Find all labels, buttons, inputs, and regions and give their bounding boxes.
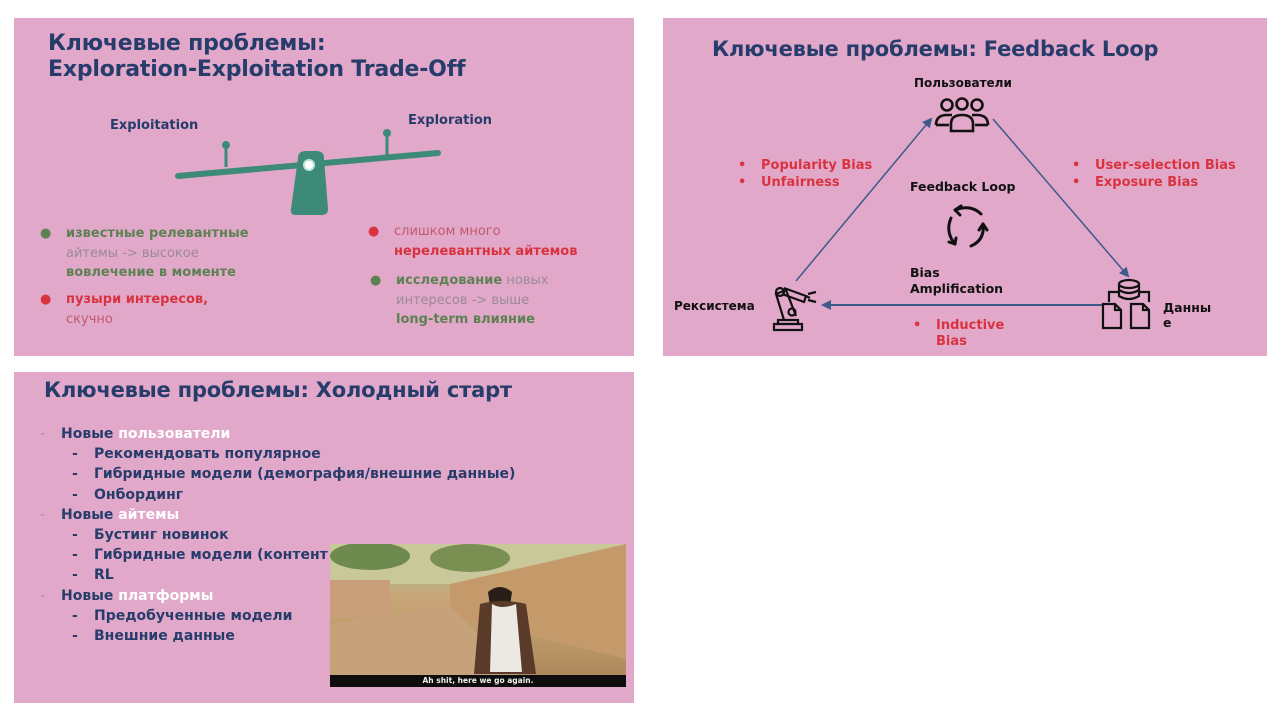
bullet-text: пузыри интересов, [66, 292, 209, 307]
bullet-dot: • [738, 175, 747, 190]
slide-title: Ключевые проблемы: Холодный старт [44, 378, 512, 402]
node-users-label: Пользователи [914, 76, 1012, 90]
item-text: Рекомендовать популярное [94, 446, 321, 463]
bias-exposure: Exposure Bias [1095, 175, 1199, 190]
list-item: -Рекомендовать популярное [40, 444, 515, 464]
label-line: е [1163, 315, 1172, 330]
list-item-new-items: -Новые айтемы [40, 505, 515, 525]
node-recsys-label: Рексистема [674, 299, 755, 313]
exploration-label: Exploration [408, 113, 492, 128]
bullet-dot-green: ● [40, 226, 52, 241]
list-item-new-platforms: -Новые платформы [40, 586, 515, 606]
title-line-1: Ключевые проблемы: [48, 31, 326, 56]
label-line: Bias [910, 265, 940, 280]
item-text: Гибридные модели (контент [94, 547, 328, 564]
bias-text: Bias [936, 334, 967, 349]
item-prefix: Новые [61, 426, 114, 442]
label-line: Данны [1163, 300, 1212, 315]
meme-subtitle: Ah shit, here we go again. [330, 675, 626, 687]
bullet-dot-red: ● [40, 292, 52, 307]
bullet-text: вовлечение в моменте [66, 265, 236, 280]
node-data-label: Данны е [1163, 300, 1211, 330]
list-item: -Предобученные модели [40, 606, 515, 626]
feedback-triangle-arrows [795, 117, 1130, 310]
slide-exploration-exploitation[interactable]: Ключевые проблемы: Exploration-Exploitat… [14, 18, 634, 356]
bullet-dot: • [738, 158, 747, 173]
bias-unfairness: Unfairness [761, 175, 840, 190]
users-group-icon [934, 97, 990, 133]
list-item-new-users: -Новые пользователи [40, 424, 515, 444]
database-documents-icon [1101, 278, 1151, 330]
slide-cold-start[interactable]: Ключевые проблемы: Холодный старт -Новые… [14, 372, 634, 703]
robot-arm-icon [772, 286, 817, 332]
bias-text: Inductive [936, 318, 1005, 333]
list-item: -Гибридные модели (контент [40, 545, 515, 565]
label-line: Amplification [910, 281, 1004, 296]
seesaw-icon [175, 129, 441, 215]
bullet-dot: • [1072, 158, 1081, 173]
dash: - [40, 506, 46, 523]
meme-video-frame: Ah shit, here we go again. [330, 544, 626, 687]
dash: - [72, 486, 78, 503]
bullet-exploitation-pro: ● известные релевантные айтемы -> высоко… [40, 224, 249, 283]
item-text: Гибридные модели (демография/внешние дан… [94, 466, 516, 483]
meme-scene-image [330, 544, 626, 687]
bias-user-selection: User-selection Bias [1095, 158, 1236, 173]
dash: - [72, 466, 78, 483]
bullet-exploration-pro: ● исследование новых интересов -> выше l… [370, 271, 549, 330]
dash: - [72, 526, 78, 543]
item-text: Онбординг [94, 486, 184, 503]
bullet-dot: • [913, 318, 922, 333]
bullet-dot-green: ● [370, 273, 382, 288]
inductive-bias-item: • Inductive Bias [913, 318, 1004, 350]
bias-popularity: Popularity Bias [761, 158, 873, 173]
item-text: RL [94, 567, 114, 584]
list-item: -RL [40, 565, 515, 585]
bullet-text: long-term влияние [396, 312, 535, 327]
feedback-loop-label: Feedback Loop [910, 179, 1016, 194]
item-prefix: Новые [61, 587, 114, 604]
item-text: Бустинг новинок [94, 526, 229, 543]
slide-title: Ключевые проблемы: Feedback Loop [712, 37, 1159, 61]
dash: - [40, 587, 46, 604]
item-text: Внешние данные [94, 627, 235, 644]
right-bias-list: • User-selection Bias • Exposure Bias [1072, 157, 1236, 191]
dash: - [72, 446, 78, 463]
slide-feedback-loop[interactable]: Ключевые проблемы: Feedback Loop Пользов… [663, 18, 1267, 356]
list-item: -Гибридные модели (демография/внешние да… [40, 464, 515, 484]
list-item: -Внешние данные [40, 626, 515, 646]
item-prefix: Новые [61, 506, 114, 523]
dash: - [72, 607, 78, 624]
list-item: -Бустинг новинок [40, 525, 515, 545]
dash: - [40, 426, 46, 442]
bullet-text: интересов -> выше [396, 292, 530, 308]
bullet-text: известные релевантные [66, 226, 249, 241]
dash: - [72, 547, 78, 564]
bias-amplification-label: Bias Amplification [910, 265, 1003, 297]
bullet-text: скучно [66, 311, 113, 327]
cycle-arrows-icon [947, 204, 989, 248]
slide-title: Ключевые проблемы: Exploration-Exploitat… [48, 31, 466, 83]
bullet-text: исследование [396, 273, 503, 288]
bullet-text: нерелевантных айтемов [394, 243, 578, 259]
dash: - [72, 627, 78, 644]
item-highlight: пользователи [118, 426, 231, 442]
bullet-text: слишком много [394, 224, 501, 239]
item-highlight: платформы [118, 587, 214, 604]
list-item: -Онбординг [40, 485, 515, 505]
bullet-exploitation-con: ● пузыри интересов, скучно [40, 290, 209, 329]
cold-start-list: -Новые пользователи -Рекомендовать попул… [40, 424, 515, 646]
dash: - [72, 567, 78, 584]
bullet-text: новых [506, 273, 549, 288]
bullet-exploration-con: ● слишком много нерелевантных айтемов [368, 222, 578, 261]
item-highlight: айтемы [118, 506, 180, 523]
bullet-dot-red: ● [368, 224, 380, 239]
title-line-2: Exploration-Exploitation Trade-Off [48, 57, 466, 82]
bullet-dot: • [1072, 175, 1081, 190]
exploitation-label: Exploitation [110, 118, 199, 133]
bullet-text: айтемы -> высокое [66, 245, 199, 261]
left-bias-list: • Popularity Bias • Unfairness [738, 157, 872, 191]
item-text: Предобученные модели [94, 607, 293, 624]
